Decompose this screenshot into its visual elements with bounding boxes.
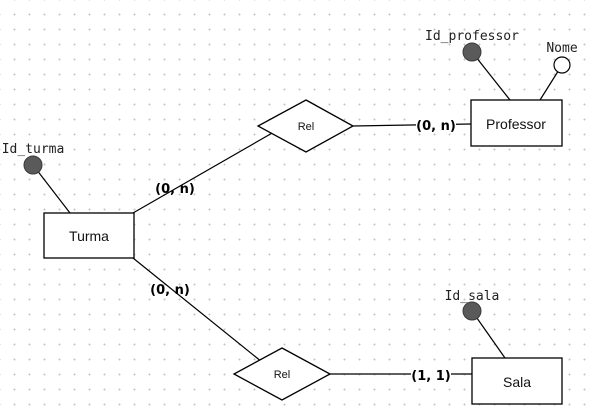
- cardinality-turma-side-professor-rel: (0, n): [155, 182, 195, 197]
- entity-sala[interactable]: [471, 357, 563, 405]
- edge-idprofessor-professor: [471, 51, 511, 101]
- cardinality-sala-side: (1, 1): [411, 369, 450, 384]
- entity-professor-label: Professor: [486, 116, 546, 132]
- attribute-id-sala-label: Id_sala: [445, 289, 500, 304]
- edge-turma-rel1: [132, 131, 275, 214]
- attribute-nome-icon: [553, 56, 571, 74]
- attribute-nome-label: Nome: [546, 41, 577, 56]
- relationship-turma-professor-label: Rel: [298, 121, 315, 133]
- entity-turma-label: Turma: [69, 228, 109, 244]
- entity-professor[interactable]: [470, 99, 563, 147]
- relationship-turma-professor[interactable]: [256, 99, 355, 153]
- key-attribute-id-turma-icon: [23, 155, 43, 175]
- edge-idsala-sala: [471, 310, 506, 359]
- cardinality-turma-side-sala-rel: (0, n): [150, 283, 190, 298]
- entity-sala-label: Sala: [503, 374, 531, 390]
- attribute-id-professor-label: Id_professor: [425, 29, 519, 44]
- cardinality-professor-bg: [416, 116, 456, 133]
- attribute-id-turma-label: Id_turma: [2, 142, 65, 157]
- key-attribute-id-sala-icon: [462, 301, 482, 321]
- cardinality-sala-bg: [411, 366, 451, 383]
- relationship-turma-sala-label: Rel: [274, 369, 291, 381]
- edge-idturma-turma: [32, 164, 71, 214]
- edge-turma-rel2: [132, 257, 263, 363]
- key-attribute-id-professor-icon: [462, 42, 482, 62]
- cardinality-professor-side: (0, n): [416, 119, 456, 134]
- relationship-turma-sala[interactable]: [232, 347, 332, 401]
- entity-turma[interactable]: [43, 212, 135, 259]
